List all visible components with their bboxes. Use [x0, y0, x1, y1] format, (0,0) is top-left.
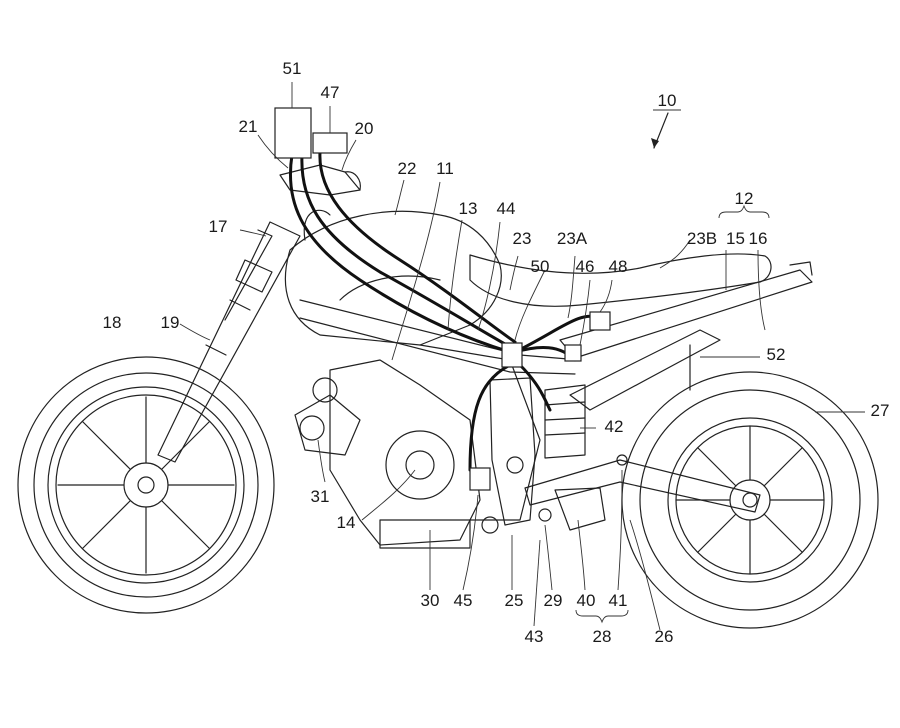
label-23A: 23A [557, 229, 588, 248]
label-43: 43 [525, 627, 544, 646]
label-23B: 23B [687, 229, 717, 248]
label-23: 23 [513, 229, 532, 248]
ref-10-arrow [651, 109, 681, 149]
pivot-plate [481, 377, 552, 534]
seat [469, 253, 772, 307]
label-44: 44 [497, 199, 516, 218]
component-51-box [274, 107, 312, 159]
swing-arm [524, 454, 761, 513]
component-46-box [564, 344, 582, 362]
label-18: 18 [103, 313, 122, 332]
label-15: 15 [726, 229, 745, 248]
label-52: 52 [767, 345, 786, 364]
component-48-box [589, 311, 611, 331]
label-13: 13 [459, 199, 478, 218]
front-wheel [17, 356, 275, 614]
label-16: 16 [749, 229, 768, 248]
component-47-box [312, 132, 348, 154]
label-42: 42 [605, 417, 624, 436]
label-31: 31 [311, 487, 330, 506]
reference-labels: 51 47 21 20 22 11 12 17 13 44 23 23A 23B… [103, 59, 890, 646]
component-50-box [501, 342, 523, 368]
label-29: 29 [544, 591, 563, 610]
component-boxes [274, 107, 611, 491]
wire-harness [288, 150, 602, 472]
label-17: 17 [209, 217, 228, 236]
rear-wheel [621, 371, 879, 629]
label-20: 20 [355, 119, 374, 138]
label-10: 10 [658, 91, 677, 110]
component-45-box [469, 467, 491, 491]
front-fork [157, 221, 301, 463]
label-45: 45 [454, 591, 473, 610]
label-12: 12 [735, 189, 754, 208]
label-40: 40 [577, 591, 596, 610]
label-47: 47 [321, 83, 340, 102]
label-27: 27 [871, 401, 890, 420]
engine [294, 359, 481, 549]
bracket-28 [575, 609, 629, 624]
leader-lines [179, 82, 865, 631]
label-41: 41 [609, 591, 628, 610]
label-50: 50 [531, 257, 550, 276]
label-22: 22 [398, 159, 417, 178]
label-51: 51 [283, 59, 302, 78]
label-46: 46 [576, 257, 595, 276]
rear-shock [544, 384, 606, 531]
label-21: 21 [239, 117, 258, 136]
bracket-12 [718, 204, 770, 219]
label-19: 19 [161, 313, 180, 332]
label-26: 26 [655, 627, 674, 646]
label-28: 28 [593, 627, 612, 646]
label-14: 14 [337, 513, 356, 532]
label-30: 30 [421, 591, 440, 610]
rear-subframe [559, 261, 813, 411]
label-11: 11 [436, 159, 454, 178]
label-48: 48 [609, 257, 628, 276]
label-25: 25 [505, 591, 524, 610]
